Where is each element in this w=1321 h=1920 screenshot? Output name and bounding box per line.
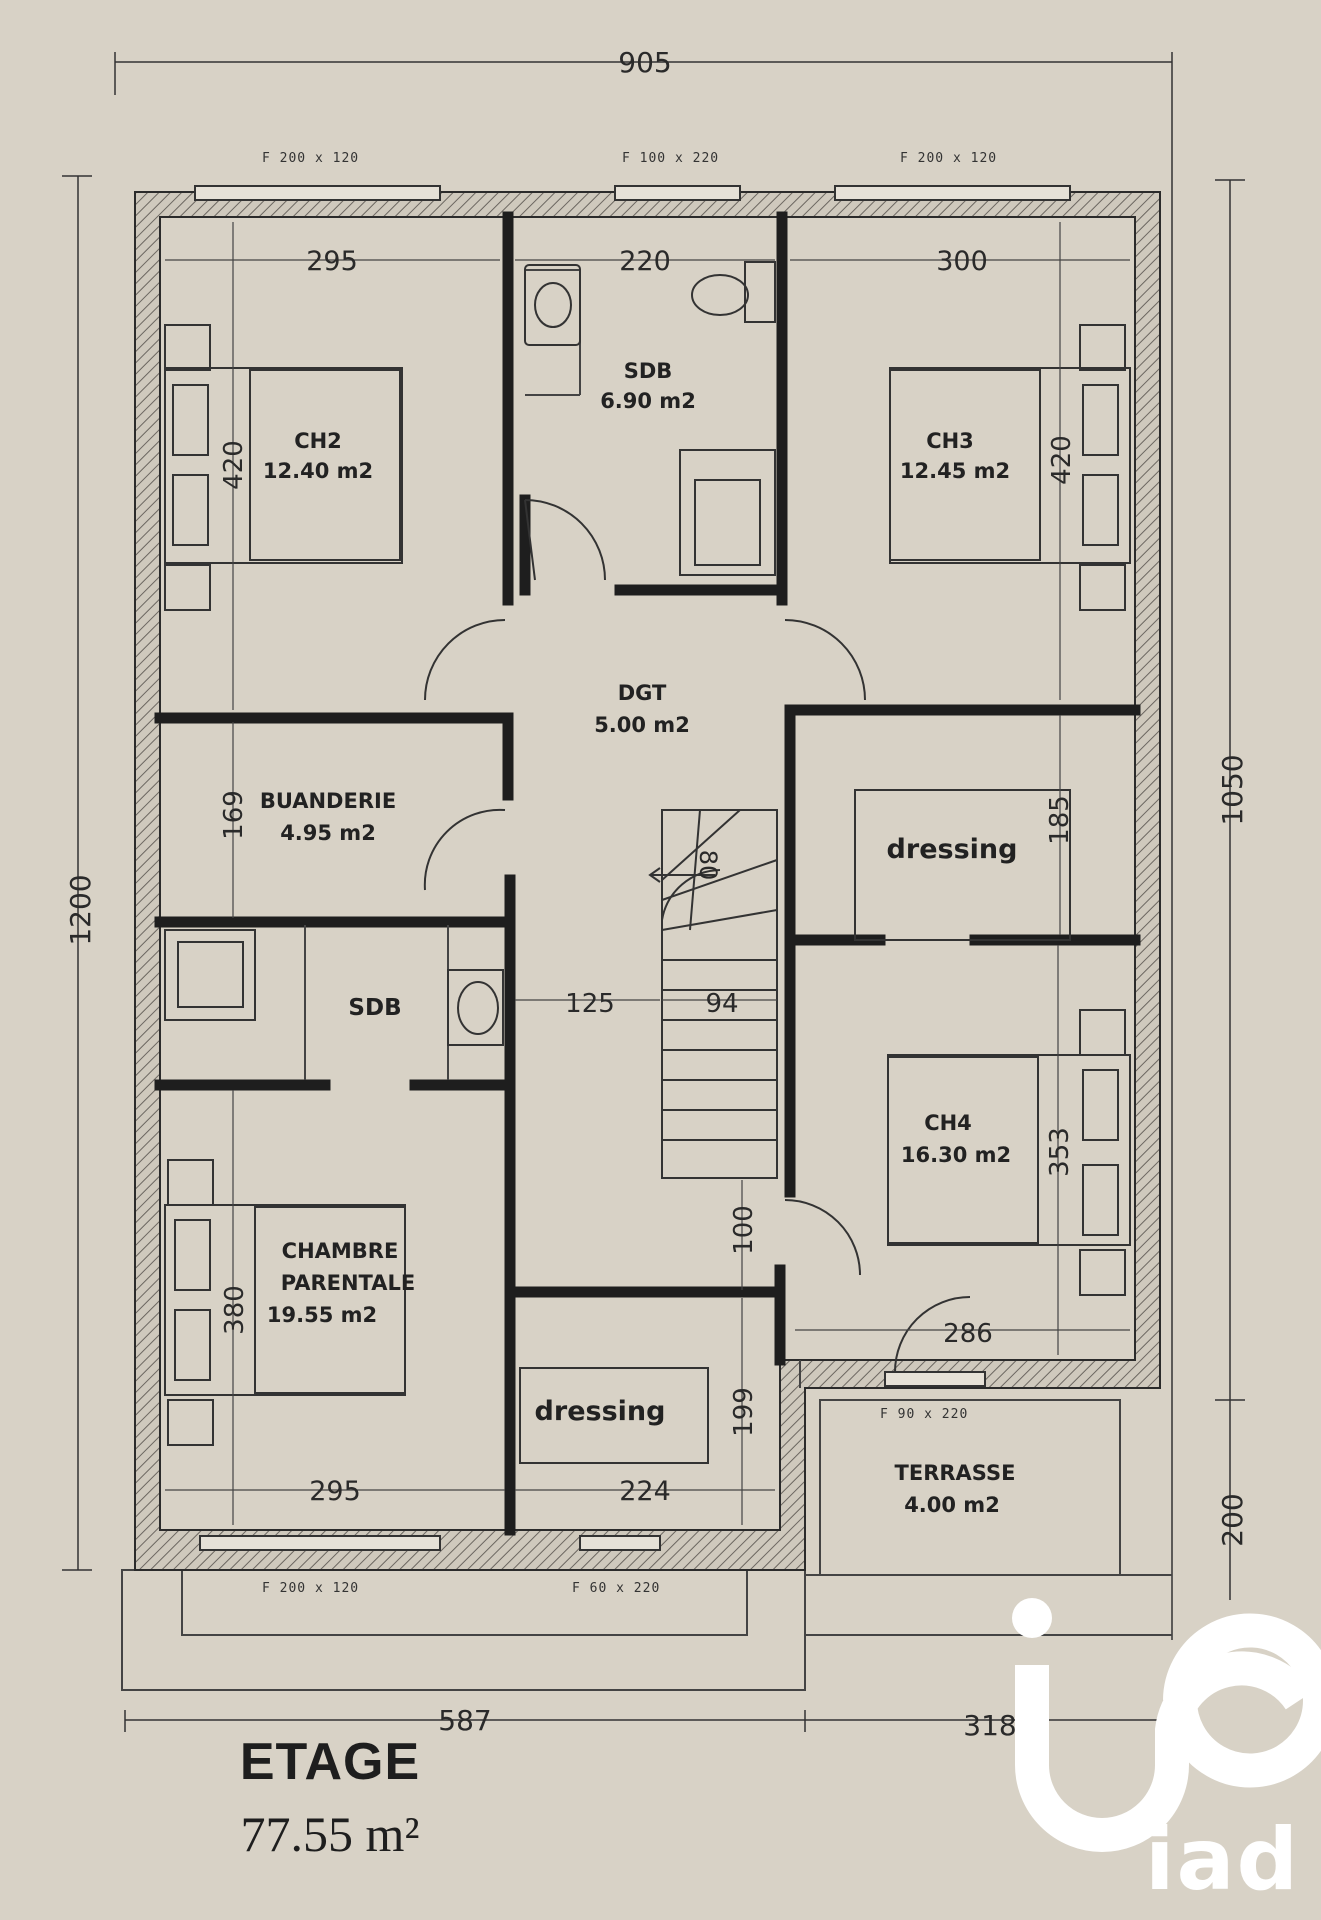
room-labels: CH2 12.40 m2 SDB 6.90 m2 CH3 12.45 m2 DG… — [260, 359, 1018, 1517]
svg-text:F 200 x 120: F 200 x 120 — [262, 151, 359, 166]
staircase — [648, 809, 778, 1179]
chambre-parentale-line1: CHAMBRE — [282, 1239, 399, 1263]
interior-dimension-lines — [165, 222, 1130, 1525]
dim-224: 224 — [619, 1476, 671, 1507]
dim-right-height: 1050 — [1216, 754, 1249, 825]
iad-logo-watermark — [1012, 1598, 1321, 1852]
sdb-left-name: SDB — [348, 995, 401, 1021]
dim-125: 125 — [565, 989, 615, 1019]
beds — [164, 324, 1131, 1446]
dim-overall-height: 1200 — [64, 874, 97, 945]
top-windows — [194, 185, 1071, 1551]
floor-title: ETAGE — [239, 1733, 421, 1791]
ch3-name: CH3 — [926, 429, 974, 453]
ch4-name: CH4 — [924, 1111, 972, 1135]
window-labels: F 200 x 120 F 100 x 220 F 200 x 120 F 20… — [262, 151, 997, 1596]
dgt-area: 5.00 m2 — [594, 713, 690, 737]
dim-295-bottom: 295 — [309, 1476, 361, 1507]
dim-169: 169 — [219, 790, 249, 840]
svg-text:F 100 x 220: F 100 x 220 — [622, 151, 719, 166]
buanderie-name: BUANDERIE — [260, 789, 396, 813]
dim-bottom-right: 318 — [963, 1709, 1016, 1742]
dimension-labels: 905 1200 1050 200 587 318 295 220 300 42… — [64, 46, 1249, 1742]
svg-text:F 90 x 220: F 90 x 220 — [880, 1407, 968, 1422]
dim-286: 286 — [943, 1319, 993, 1349]
dim-bottom-left: 587 — [438, 1704, 491, 1737]
dressing-cabinets — [519, 789, 1071, 1464]
dressing-bottom-name: dressing — [535, 1396, 666, 1427]
dim-199: 199 — [729, 1387, 759, 1437]
dim-80: 80 — [694, 850, 722, 881]
dim-94: 94 — [705, 989, 738, 1019]
chambre-parentale-line2: PARENTALE — [281, 1271, 415, 1295]
iad-logo-text: iad — [1145, 1810, 1301, 1910]
ch2-area: 12.40 m2 — [263, 459, 373, 483]
outer-dimension-lines — [62, 52, 1245, 1732]
dim-380: 380 — [220, 1285, 250, 1335]
dgt-name: DGT — [618, 681, 667, 705]
dim-300: 300 — [936, 246, 988, 277]
dim-220: 220 — [619, 246, 671, 277]
svg-text:F 200 x 120: F 200 x 120 — [900, 151, 997, 166]
thin-partitions — [304, 269, 801, 1388]
terrasse-area: 4.00 m2 — [904, 1493, 1000, 1517]
dim-185: 185 — [1045, 795, 1075, 845]
chambre-parentale-area: 19.55 m2 — [267, 1303, 377, 1327]
floor-total-area: 77.55 m² — [240, 1806, 420, 1862]
dim-right-bottom: 200 — [1216, 1493, 1249, 1546]
svg-text:F 60 x 220: F 60 x 220 — [572, 1581, 660, 1596]
dressing-right-name: dressing — [887, 834, 1018, 865]
buanderie-area: 4.95 m2 — [280, 821, 376, 845]
door-swings — [423, 499, 971, 1373]
bathroom-fixtures — [164, 261, 776, 1046]
ch4-area: 16.30 m2 — [901, 1143, 1011, 1167]
sdb-top-area: 6.90 m2 — [600, 389, 696, 413]
dim-100: 100 — [729, 1205, 759, 1255]
dim-overall-width: 905 — [618, 46, 671, 79]
svg-text:F 200 x 120: F 200 x 120 — [262, 1581, 359, 1596]
dim-420-left: 420 — [219, 440, 249, 490]
dim-420-right: 420 — [1047, 435, 1077, 485]
dim-353: 353 — [1045, 1127, 1075, 1177]
dim-295-top: 295 — [306, 246, 358, 277]
sdb-top-name: SDB — [624, 359, 673, 383]
terrasse-name: TERRASSE — [895, 1461, 1016, 1485]
ch2-name: CH2 — [294, 429, 342, 453]
ch3-area: 12.45 m2 — [900, 459, 1010, 483]
